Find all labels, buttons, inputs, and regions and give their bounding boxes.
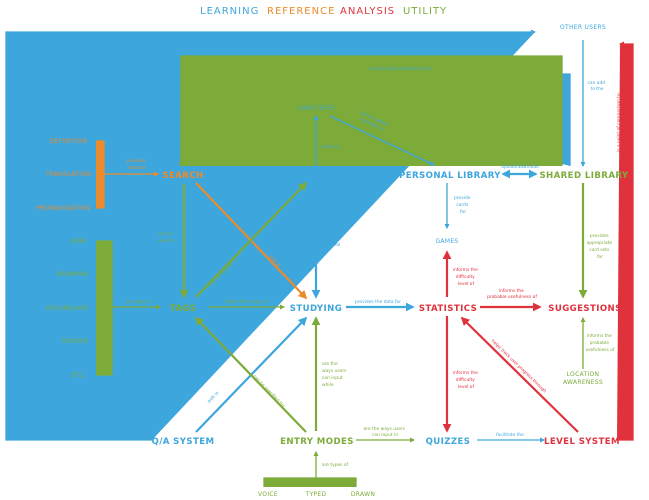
node-drawn: DRAWN [351, 491, 375, 498]
node-voice: VOICE [258, 491, 278, 498]
label-each-have-discrete: each have a discrete [453, 130, 477, 143]
node-shared-library: SHARED LIBRARY [539, 171, 628, 181]
node-spoken: SPOKEN [62, 338, 88, 345]
label-is-made-up-of: is made up of [353, 166, 383, 172]
legend-learning: LEARNING [200, 6, 259, 17]
node-vocabulary: VOCABULARY [45, 305, 89, 312]
label-point-of-comparison: is a point of comparison to [616, 93, 622, 152]
label-upload-download: upload/download [501, 164, 539, 170]
node-level-system: LEVEL SYSTEM [544, 437, 620, 447]
node-typed: TYPED [305, 491, 327, 498]
edge-cardsets-to-personal [329, 115, 435, 166]
node-games: GAMES [435, 238, 458, 245]
label-can-be-specified-for: can be specified for [252, 374, 287, 409]
node-new: NEW [71, 238, 86, 245]
label-ways-users-input-while: are the ways users can input while [322, 361, 348, 388]
node-suggestions: SUGGESTIONS [548, 304, 621, 314]
node-etc: ETC. [72, 372, 86, 379]
legend-reference: REFERENCE [267, 6, 335, 17]
label-mined-for-new-cards: can be mined for new cards through [184, 103, 208, 130]
label-can-be-added-from: can be added to/pulled from [369, 66, 431, 72]
legend-utility: UTILITY [403, 6, 447, 17]
label-can-be-used-to: can be used to [158, 231, 175, 244]
label-provides-appropriate-sets: provides appropriate card sets for [587, 233, 614, 260]
edge-tags-to-cards [195, 181, 308, 298]
edge-types-bracket [96, 240, 160, 376]
node-separate-languages: SEPARATE LANGUAGES [411, 105, 486, 112]
label-define-scope: define the scope of [225, 299, 268, 305]
node-tags: TAGS [170, 304, 197, 314]
label-aids-in-2: aids in [206, 390, 220, 405]
label-facilitate-the: facilitate the [496, 432, 524, 438]
label-can-add-to: can add to the [588, 80, 607, 92]
label-provides-data-for: provides data for [127, 158, 147, 171]
label-are-types-of-1: are types of [125, 299, 152, 305]
node-qa-system: Q/A SYSTEM [152, 437, 215, 447]
node-statistics: STATISTICS [419, 304, 477, 314]
node-entry-modes: ENTRY MODES [280, 437, 354, 447]
node-search: SEARCH [162, 171, 203, 181]
edge-entry-to-tags [194, 316, 307, 433]
node-cards: CARDS [299, 171, 334, 181]
edge-level-to-other-users [617, 41, 634, 441]
legend-analysis: ANALYSIS [340, 6, 395, 17]
label-informs-difficulty-2: informs the difficulty level of [453, 370, 480, 390]
label-helps-track-progress: helps track user progress through [490, 338, 548, 394]
node-personal-library: PERSONAL LIBRARY [399, 171, 501, 181]
label-are-types-of-2: are types of [322, 462, 349, 468]
node-studying: STUDYING [290, 304, 342, 314]
node-grammar: GRAMMAR [56, 271, 89, 278]
node-definition: DEFINITION [49, 138, 87, 145]
node-pronunciation: PRONUNCIATION [36, 205, 90, 212]
node-quizzes: QUIZZES [426, 437, 471, 447]
label-informs-usefulness-2: informs the probable usefulness of [585, 333, 614, 353]
node-location-awareness-line1: LOCATION [567, 371, 600, 378]
node-card-sets: CARD SETS [298, 105, 335, 112]
label-informs-difficulty-1: informs the difficulty level of [453, 267, 480, 287]
label-ways-users-input-in: are the ways users can input in [364, 426, 407, 438]
label-provides-the-data-for: provides the data for [355, 299, 401, 305]
edge-reference-bracket [96, 140, 158, 209]
edge-level-to-statistics [460, 316, 579, 433]
label-make-up: make up [320, 144, 339, 150]
edge-shared-to-search [178, 55, 563, 168]
label-can-be-found-in: can be found in [232, 166, 266, 172]
label-are-source-material: are the source material for [322, 228, 342, 255]
node-location-awareness-line2: AWARENESS [563, 379, 603, 386]
node-translation: TRANSLATION [45, 171, 91, 178]
edge-entry-types-bracket [263, 452, 357, 487]
label-informs-usefulness-1: informs the probable usefulness of [487, 288, 537, 300]
node-other-users: OTHER USERS [560, 24, 606, 31]
label-provide-cards-for: provide cards for [454, 195, 472, 215]
label-provide-answers: provide answers to/from [10, 415, 47, 428]
